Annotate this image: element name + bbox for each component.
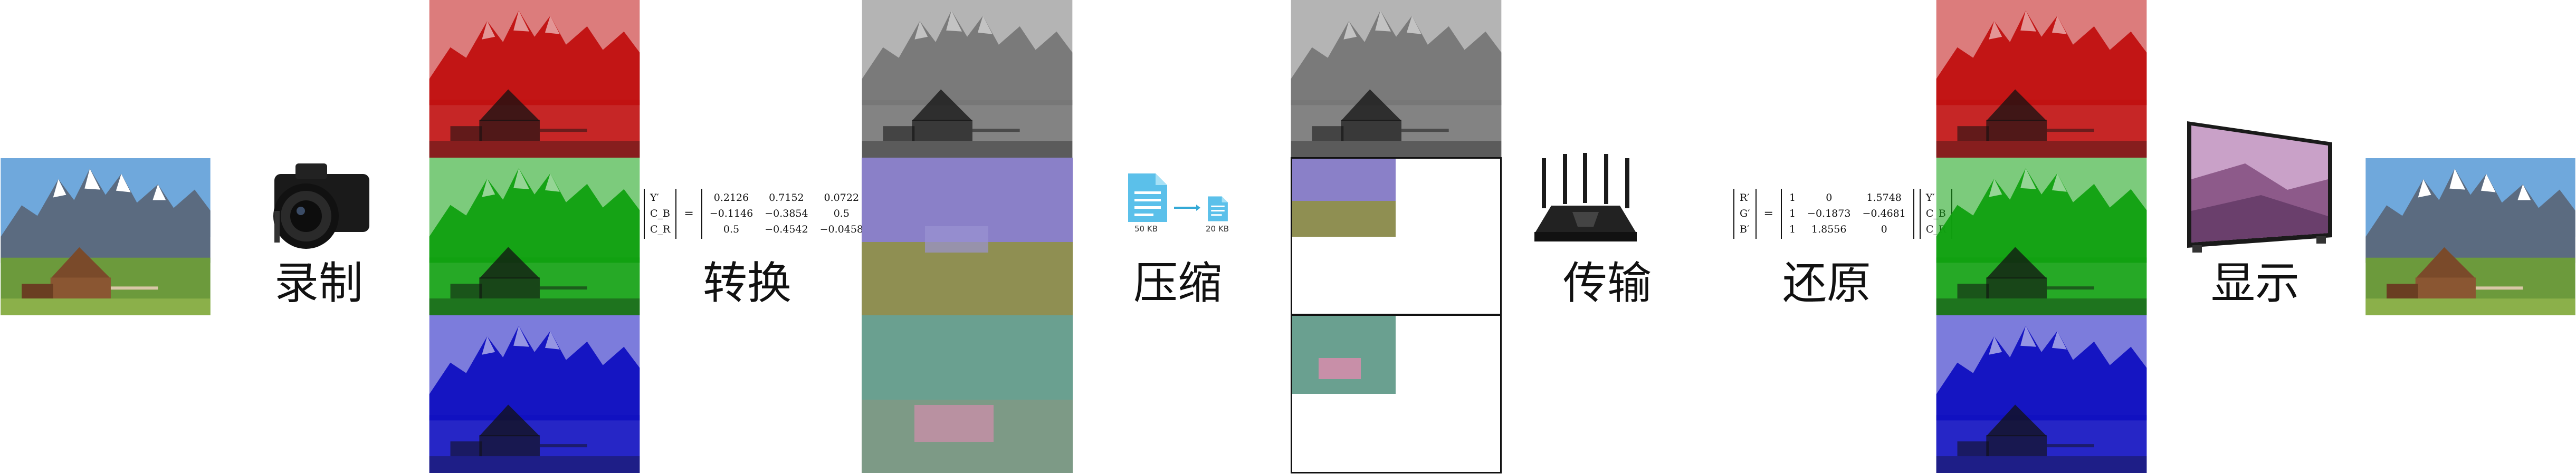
restored-green-channel-image — [1936, 158, 2147, 315]
stage-label-restore: 还原 — [1782, 257, 1872, 309]
cr-plane-image — [862, 315, 1073, 473]
file-size-after: 20 KB — [1206, 224, 1229, 234]
file-large-icon — [1124, 171, 1171, 224]
arrow-right-icon — [1174, 203, 1200, 211]
blue-channel-image — [429, 315, 640, 473]
compressed-luma-image — [1291, 0, 1502, 158]
luma-plane-image — [862, 0, 1073, 158]
router-icon — [1530, 153, 1641, 253]
restored-red-channel-image — [1936, 0, 2147, 158]
stage-label-record: 录制 — [274, 257, 364, 309]
file-small-icon — [1206, 195, 1230, 223]
displayed-photo — [2365, 158, 2576, 315]
stage-label-display: 显示 — [2211, 257, 2300, 309]
cb-plane-image — [862, 158, 1073, 315]
restored-blue-channel-image — [1936, 315, 2147, 473]
red-channel-image — [429, 0, 640, 158]
tv-icon — [2182, 116, 2338, 253]
stage-label-convert: 转换 — [703, 257, 792, 309]
compressed-cb-panel — [1291, 157, 1502, 315]
stage-label-compress: 压缩 — [1133, 257, 1223, 309]
original-photo — [0, 158, 211, 315]
camera-icon — [259, 158, 380, 258]
compressed-cr-panel — [1291, 314, 1502, 473]
green-channel-image — [429, 158, 640, 315]
ycbcr-vector: Y′ C_B C_R — [644, 189, 677, 239]
rgb-vector-out: R′ G′ B′ — [1733, 189, 1757, 239]
file-size-before: 50 KB — [1134, 224, 1158, 234]
stage-label-transmit: 传输 — [1563, 257, 1652, 309]
